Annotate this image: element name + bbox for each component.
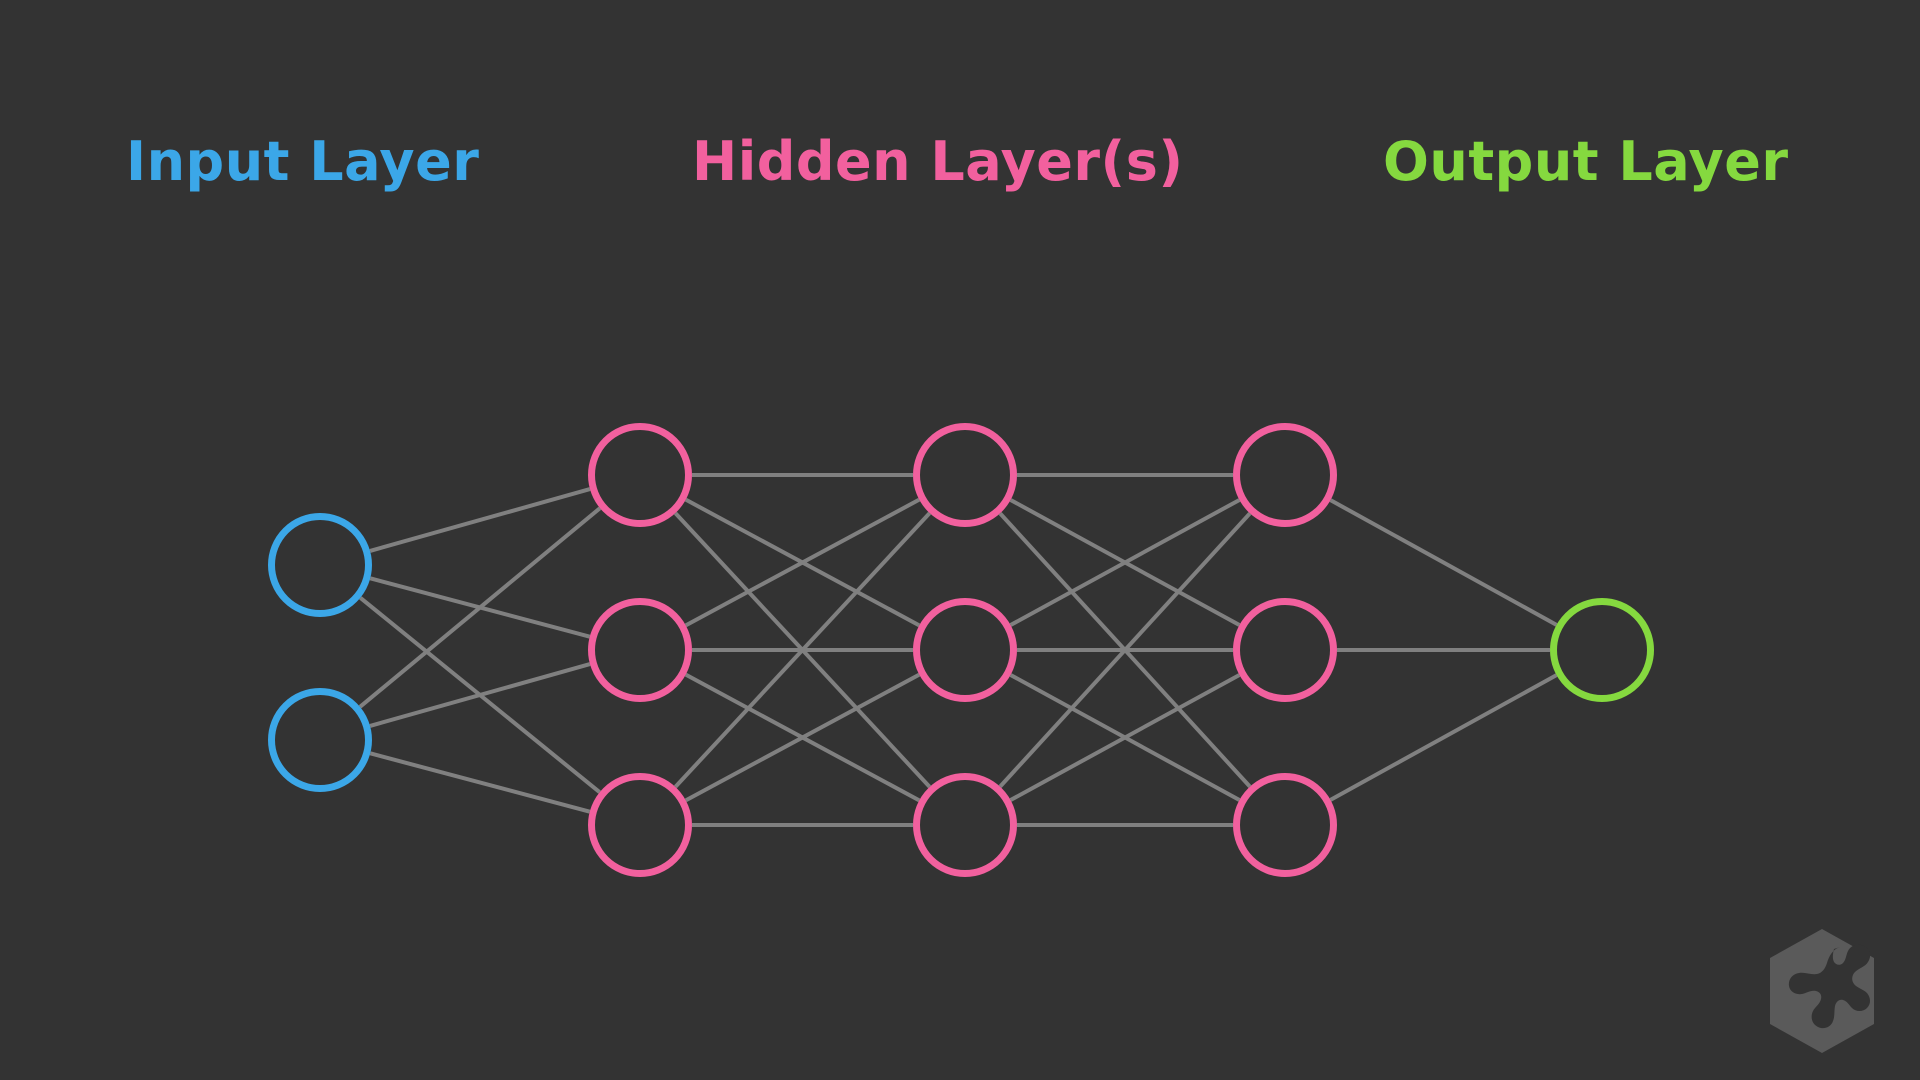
neuron-node-input-1-2[interactable] — [268, 688, 372, 792]
connection-line — [684, 672, 921, 803]
connection-line — [1329, 498, 1558, 627]
neuron-node-hidden-3-2[interactable] — [913, 598, 1017, 702]
neuron-node-hidden-3-1[interactable] — [913, 423, 1017, 527]
input-layer-label: Input Layer — [126, 130, 480, 193]
neuron-node-output-5-1[interactable] — [1550, 598, 1654, 702]
connection-line — [369, 662, 591, 728]
neuron-node-hidden-4-3[interactable] — [1233, 773, 1337, 877]
neuron-node-input-1-1[interactable] — [268, 513, 372, 617]
neuron-node-hidden-3-3[interactable] — [913, 773, 1017, 877]
connection-line — [369, 751, 591, 814]
connection-lines-group — [358, 473, 1558, 827]
connection-line — [673, 511, 932, 789]
neuron-node-hidden-2-1[interactable] — [588, 423, 692, 527]
output-layer-label: Output Layer — [1383, 130, 1789, 193]
connection-line — [369, 487, 591, 553]
connection-line — [1009, 498, 1241, 627]
neuron-node-hidden-4-1[interactable] — [1233, 423, 1337, 527]
neuron-node-hidden-2-3[interactable] — [588, 773, 692, 877]
watermark-logo-icon — [1770, 929, 1874, 1053]
connection-line — [1009, 673, 1241, 802]
watermark-splat-icon — [1788, 944, 1871, 1029]
connection-line — [1329, 673, 1558, 802]
connection-line — [358, 506, 602, 709]
hidden-layer-label: Hidden Layer(s) — [692, 130, 1184, 193]
connection-line — [998, 512, 1252, 788]
connection-line — [684, 497, 921, 628]
neuron-nodes-group — [268, 423, 1654, 877]
neuron-node-hidden-4-2[interactable] — [1233, 598, 1337, 702]
neuron-node-hidden-2-2[interactable] — [588, 598, 692, 702]
